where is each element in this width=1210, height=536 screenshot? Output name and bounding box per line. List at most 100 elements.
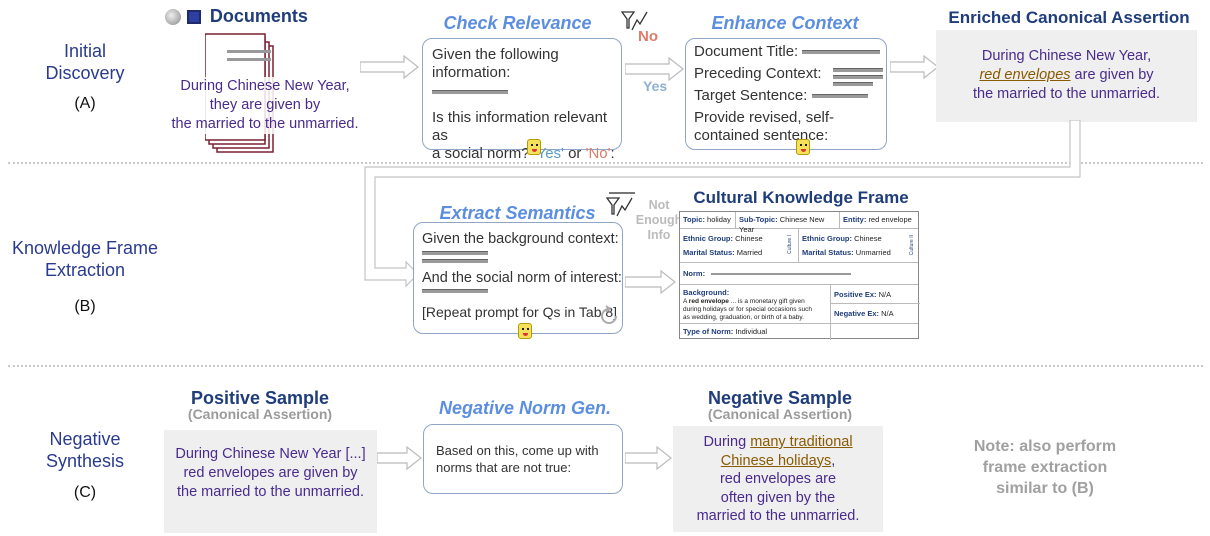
arrow-positive-to-neggen bbox=[377, 446, 422, 470]
check-relevance-title: Check Relevance bbox=[443, 13, 592, 33]
negative-line3: red envelopes are bbox=[719, 471, 837, 487]
llm-face-icon bbox=[527, 139, 541, 155]
documents-title: Documents bbox=[209, 6, 308, 26]
stage-b-letter: (B) bbox=[74, 298, 96, 315]
divider-ab bbox=[8, 162, 1203, 164]
stage-c-label-line2: Synthesis bbox=[45, 451, 125, 471]
frame-row-background: Background: A red envelope ... is a mone… bbox=[680, 285, 920, 324]
llm-face-icon bbox=[796, 139, 810, 155]
stage-c-letter: (C) bbox=[73, 484, 97, 501]
documents-text-line3: the married to the unmarried. bbox=[171, 116, 359, 132]
stage-a-label-line1: Initial bbox=[63, 41, 107, 61]
enriched-highlight: red envelopes bbox=[979, 67, 1071, 83]
negative-highlight-2: Chinese holidays bbox=[720, 452, 832, 469]
placeholder-bar bbox=[432, 90, 508, 95]
frame-row-norm: Norm: bbox=[680, 263, 918, 285]
negative-norm-gen-title: Negative Norm Gen. bbox=[438, 398, 612, 418]
enhance-context-box: Document Title: Preceding Context: Targe… bbox=[685, 38, 887, 155]
note-line2: frame extraction bbox=[982, 459, 1108, 476]
stage-a-label-line2: Discovery bbox=[45, 63, 125, 83]
yes-option: 'Yes' bbox=[533, 145, 564, 162]
positive-sample-panel: During Chinese New Year [...] red envelo… bbox=[164, 430, 377, 533]
documents-text-line1: During Chinese New Year, bbox=[180, 78, 350, 94]
stage-a-label: Initial Discovery bbox=[10, 40, 160, 84]
enhance-line1: Document Title: bbox=[694, 43, 799, 60]
frame-title: Cultural Knowledge Frame bbox=[693, 188, 909, 207]
enhance-line5: contained sentence: bbox=[694, 127, 829, 144]
check-relevance-prompt: Given the following information: Is this… bbox=[432, 46, 618, 163]
positive-sample-subtitle: (Canonical Assertion) bbox=[187, 406, 333, 422]
enriched-title: Enriched Canonical Assertion bbox=[948, 8, 1190, 27]
negative-norm-gen-box: Based on this, come up with norms that a… bbox=[423, 424, 623, 494]
extract-semantics-box: Given the background context: And the so… bbox=[413, 222, 623, 339]
negative-line4: often given by the bbox=[720, 489, 836, 506]
stage-c-label-line1: Negative bbox=[49, 429, 121, 449]
extract-line2: And the social norm of interest: bbox=[422, 270, 622, 286]
positive-sample-title: Positive Sample bbox=[190, 388, 330, 408]
not-enough-info-label: Not Enough Info bbox=[635, 198, 683, 242]
positive-line2: red envelopes are given by bbox=[183, 465, 358, 481]
enriched-line1: During Chinese New Year, bbox=[981, 48, 1152, 64]
extract-semantics-title: Extract Semantics bbox=[439, 203, 596, 223]
positive-sample-text: During Chinese New Year [...] red envelo… bbox=[164, 445, 377, 502]
enhance-line3: Target Sentence: bbox=[694, 87, 808, 104]
enhance-line4: Provide revised, self- bbox=[694, 109, 835, 126]
stage-c-label: Negative Synthesis bbox=[10, 428, 160, 472]
enriched-text: During Chinese New Year, red envelopes a… bbox=[936, 47, 1197, 104]
repeat-icon bbox=[601, 305, 617, 324]
enriched-line3: the married to the unmarried. bbox=[973, 86, 1160, 102]
documents-header: Documents bbox=[165, 6, 325, 30]
note-text: Note: also perform frame extraction simi… bbox=[925, 436, 1165, 499]
negative-line5: married to the unmarried. bbox=[696, 508, 860, 524]
arrow-docs-to-check bbox=[360, 55, 419, 79]
yes-label: Yes bbox=[643, 78, 668, 94]
wikipedia-icon bbox=[165, 8, 181, 25]
check-prompt-line4: a social norm? 'Yes' or 'No': bbox=[432, 145, 615, 162]
negative-norm-gen-prompt: Based on this, come up with norms that a… bbox=[436, 442, 599, 476]
frame-row-type: Type of Norm: Individual bbox=[680, 324, 918, 340]
neggen-line2: norms that are not true: bbox=[436, 460, 572, 475]
check-prompt-line3: Is this information relevant as bbox=[432, 109, 608, 144]
filter-icon-no bbox=[620, 11, 648, 31]
note-line3: similar to (B) bbox=[996, 480, 1094, 497]
neggen-line1: Based on this, come up with bbox=[436, 443, 599, 458]
negative-sample-title: Negative Sample bbox=[707, 388, 853, 408]
stage-b-label-line2: Extraction bbox=[44, 260, 126, 280]
filter-icon-not-enough bbox=[605, 192, 635, 217]
arrow-check-to-enhance bbox=[625, 57, 684, 81]
negative-sample-text: During many traditional Chinese holidays… bbox=[673, 433, 883, 526]
positive-line1: During Chinese New Year [...] bbox=[175, 446, 366, 462]
llm-face-icon bbox=[518, 323, 532, 339]
positive-line3: the married to the unmarried. bbox=[177, 484, 364, 500]
documents-text-line2: they are given by bbox=[209, 97, 321, 113]
negative-sample-subtitle: (Canonical Assertion) bbox=[707, 406, 853, 422]
divider-bc bbox=[8, 365, 1203, 367]
arrow-extract-to-frame bbox=[625, 270, 676, 294]
no-label: No bbox=[638, 28, 658, 45]
negative-highlight-1: many traditional bbox=[750, 434, 853, 450]
documents-text: During Chinese New Year, they are given … bbox=[165, 77, 365, 134]
arrow-enhance-to-enriched bbox=[890, 55, 939, 79]
cultural-knowledge-frame: Topic: holiday Sub-Topic: Chinese New Ye… bbox=[679, 211, 920, 340]
database-icon bbox=[187, 9, 202, 24]
enhance-context-prompt: Document Title: Preceding Context: Targe… bbox=[694, 43, 886, 145]
stage-a-letter: (A) bbox=[74, 95, 96, 112]
extract-prompt: Given the background context: And the so… bbox=[422, 230, 622, 321]
enhance-line2: Preceding Context: bbox=[694, 65, 822, 82]
stage-b-label-line1: Knowledge Frame bbox=[11, 238, 159, 258]
extract-line1: Given the background context: bbox=[422, 231, 619, 247]
enriched-panel: During Chinese New Year, red envelopes a… bbox=[936, 30, 1197, 122]
negative-sample-panel: During many traditional Chinese holidays… bbox=[673, 426, 883, 532]
frame-row-topic: Topic: holiday Sub-Topic: Chinese New Ye… bbox=[680, 212, 918, 234]
arrow-neggen-to-negative bbox=[625, 446, 672, 470]
check-relevance-box: Given the following information: Is this… bbox=[422, 38, 622, 162]
connector-enriched-to-extract bbox=[364, 120, 1081, 288]
check-prompt-line1: Given the following bbox=[432, 46, 559, 63]
enhance-context-title: Enhance Context bbox=[711, 13, 859, 33]
extract-line3: [Repeat prompt for Qs in Tab 8] bbox=[422, 304, 618, 320]
check-prompt-line2: information: bbox=[432, 64, 511, 81]
stage-b-label: Knowledge Frame Extraction bbox=[0, 237, 170, 281]
enriched-line2: red envelopes are given by bbox=[979, 67, 1154, 83]
frame-row-culture: Ethnic Group: Chinese Marital Status: Ma… bbox=[680, 229, 918, 263]
no-option: 'No' bbox=[585, 145, 611, 162]
